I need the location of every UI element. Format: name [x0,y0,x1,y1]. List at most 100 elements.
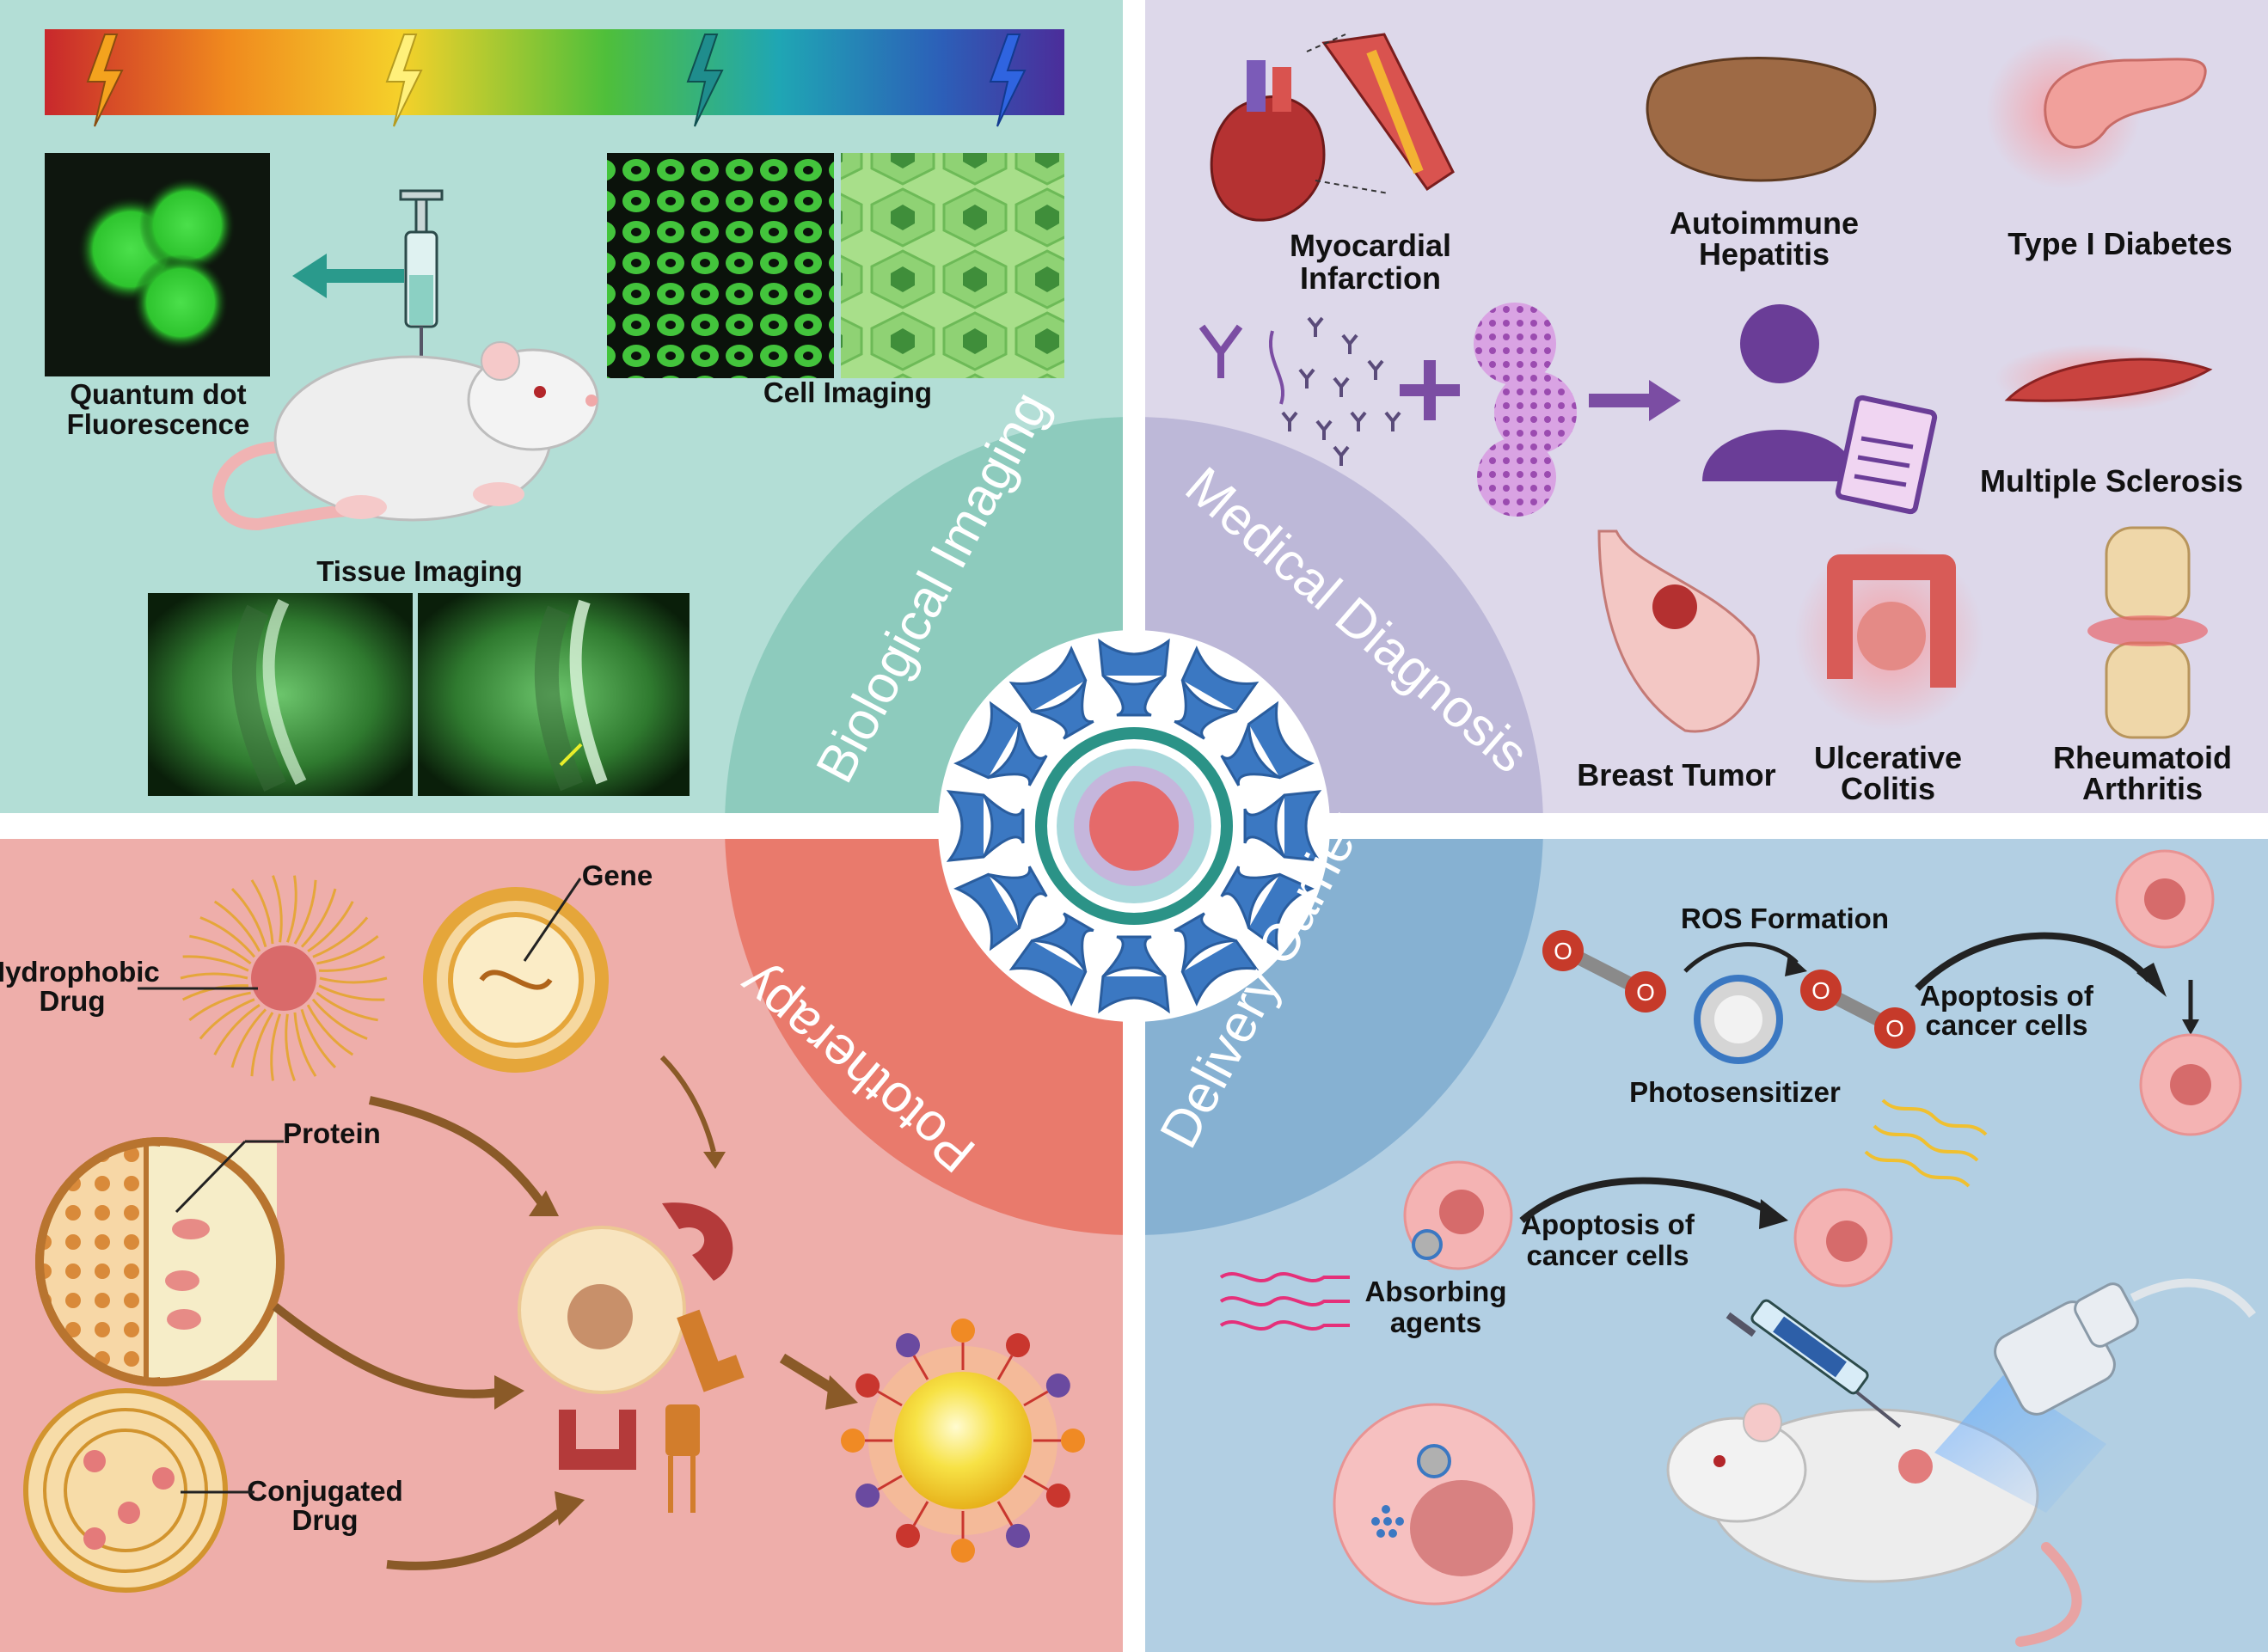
surface-ligand [896,1523,920,1548]
micelle-tail [306,1004,354,1056]
hydrophobic-drug-label-1: Hydrophobic [0,956,160,988]
micelle-tail [199,998,255,1040]
arrow-left-icon [292,254,404,298]
syringe-delivery-icon [1726,1299,1902,1429]
surface-linker [877,1474,903,1491]
colitis-label-2: Colitis [1841,771,1935,806]
hepatitis-label-2: Hepatitis [1699,236,1830,272]
ros-formation-label: ROS Formation [1681,902,1889,934]
antibody-mark [1298,368,1315,389]
micelle-tail [318,984,385,1001]
antibody-mark [1333,376,1350,397]
micelle-tail [316,935,379,965]
oxygen-molecule-left: O O [1542,930,1666,1013]
surface-ligand [1045,1374,1070,1398]
micelle-tail [312,916,369,958]
gene-label: Gene [582,860,653,891]
cancer-cell-bottom-icon [1333,1403,1535,1606]
nanoparticle-ligand [1174,646,1260,740]
micelle-tail [272,875,283,943]
breast-icon [1597,529,1760,733]
pancreas-icon [1986,34,2207,189]
protein-label: Protein [283,1117,381,1149]
micelle-tail [311,998,368,1040]
antibody-mark [1367,359,1384,380]
micelle-tail [188,991,251,1021]
therapy-arrows [272,1055,858,1570]
micelle-tail [319,955,386,972]
micelle-tail [293,879,317,945]
colon-icon [1794,541,1983,731]
surface-ligand [951,1539,975,1563]
nanoparticle-ligand [1098,638,1170,717]
liver-icon [1646,57,1877,182]
syringe-icon [399,189,444,378]
myocardial-label-2: Infarction [1300,260,1441,296]
joint-icon [2087,526,2208,739]
arrow-right-icon [1589,380,1681,421]
micelle-tail [213,1003,261,1055]
apoptotic-cell-top-icon [2139,1033,2242,1136]
micelle-tail [319,976,388,984]
nanoparticle-ligand [1008,912,1094,1006]
lightning-yellow-icon [385,34,423,127]
oxygen-molecule-right: O O [1800,970,1916,1049]
surface-ligand [855,1484,880,1508]
micelle-tail [307,901,354,953]
surface-linker [996,1355,1014,1380]
lightning-teal-icon [686,34,724,127]
photosensitizer-icon [1694,975,1783,1064]
micelle-tail [250,879,274,945]
surface-ligand [855,1374,880,1398]
antibody-mark [1315,419,1333,440]
myocardial-label-1: Myocardial [1290,228,1451,263]
lightning-blue-icon [989,34,1027,127]
nanoparticle-ligand [1220,866,1315,951]
breast-tumor-label: Breast Tumor [1577,757,1775,792]
surface-linker [912,1501,929,1527]
hydrophobic-drug-label-2: Drug [40,985,106,1017]
nanoparticle-ligand [953,701,1048,786]
cell-imaging-label: Cell Imaging [763,376,932,408]
surface-ligand [1061,1429,1085,1453]
micelle-tail [230,1008,267,1068]
surface-ligand [896,1333,920,1358]
arthritis-label-2: Arthritis [2082,771,2203,806]
light-waves-yellow [1864,1098,1988,1188]
nanoparticle-ligand [1174,912,1260,1006]
antibody-mark [1281,411,1298,431]
micelle-tail [250,1012,274,1077]
antibody-mark [1350,411,1367,431]
oxygen-symbol: O [1811,977,1830,1004]
ultrasound-probe-icon [1934,1278,2256,1513]
cancer-cell-top-icon [2115,849,2215,949]
heart-icon [1210,33,1455,222]
micelle-tail [213,900,261,952]
diabetes-label: Type I Diabetes [2007,226,2232,261]
ros-arrow [1683,942,1799,973]
micelle-tail [285,1013,296,1081]
nanoparticle-ligand [946,790,1025,862]
surface-linker [1023,1474,1049,1491]
nanoparticle-ligand [1243,790,1322,862]
cancer-cell-mid-icon [1403,1160,1513,1270]
target-cell-icon [518,1226,686,1394]
center-ring [720,413,1548,1239]
nanoparticle-ligand [1220,701,1315,786]
surface-linker [996,1501,1014,1527]
surface-ligand [1045,1484,1070,1508]
plus-icon [1400,360,1460,420]
protein-carrier-icon [35,1137,285,1386]
antibodies-icon [1198,316,1401,466]
micelle-tail [270,1013,282,1081]
antibody-mark [1307,316,1324,337]
doctor-icon [1702,304,1938,515]
lightning-red-icon [86,34,124,127]
nanoparticle-ligand [953,866,1048,951]
polymer-carrier-icon [23,1388,228,1593]
micelle-icon [180,875,388,1081]
absorbing-agents-label-1: Absorbing [1365,1276,1507,1307]
surface-linker [912,1355,929,1380]
hepatitis-label-1: Autoimmune [1670,205,1859,241]
nanoparticle-ligand [1008,646,1094,740]
